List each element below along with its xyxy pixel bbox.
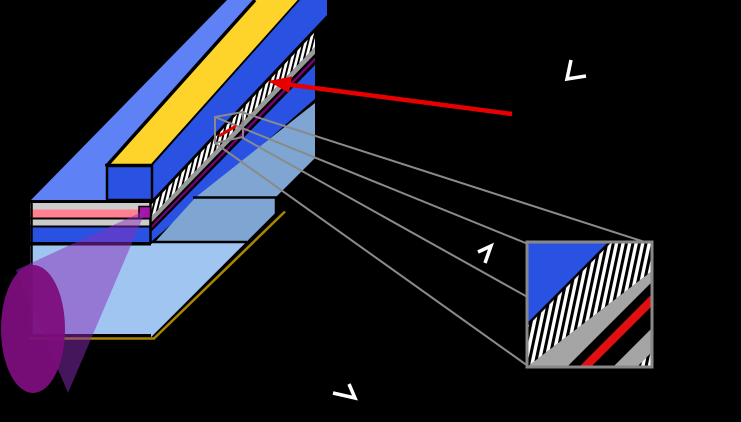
magnified-region-box [214, 110, 244, 145]
inset-spacer-1 [527, 271, 652, 367]
beam-spot [1, 265, 65, 393]
inset-substrate-grating [637, 352, 652, 367]
active-layer-highlight [218, 124, 237, 138]
guide-front-upper [30, 203, 151, 210]
substrate-diagonal-edge [149, 213, 277, 341]
top-contact-face [107, 0, 300, 164]
inset-content [527, 242, 652, 367]
inset-spacer-2 [613, 328, 652, 367]
guide-band [151, 47, 315, 223]
ridge-front-face [105, 164, 154, 202]
fan-line-3 [214, 142, 529, 367]
fan-line-2 [240, 111, 652, 245]
pointer-arrow-head [268, 76, 292, 93]
ledge-black-band-2 [151, 61, 315, 232]
inset-barrier-2 [591, 306, 652, 367]
ledge-outline-band [151, 28, 315, 205]
tick-mark-1 [564, 59, 587, 82]
beam-cone [16, 210, 146, 393]
guide-front-lower [30, 219, 151, 226]
ridge-top-left-edge [105, 0, 257, 167]
stack-top-line [30, 200, 151, 203]
stack-line-2 [30, 217, 151, 220]
etched-slab-top-face [31, 0, 256, 200]
cladding-band [151, 65, 315, 242]
inset-grating [527, 242, 652, 367]
tick-mark-2 [477, 242, 495, 264]
ridge-top-right-edge [150, 0, 302, 167]
active-edge-band [151, 57, 315, 229]
inset-barrier-1 [567, 282, 652, 367]
inset-active [579, 294, 652, 367]
stack-line-3 [30, 225, 151, 228]
fan-line-1 [214, 116, 529, 245]
tick-mark-3 [332, 383, 358, 401]
step-front-face [155, 197, 276, 242]
ridge-side-face [152, 0, 327, 200]
active-front [30, 209, 151, 218]
inset-border [525, 240, 654, 369]
pointer-arrow-line [287, 82, 513, 117]
